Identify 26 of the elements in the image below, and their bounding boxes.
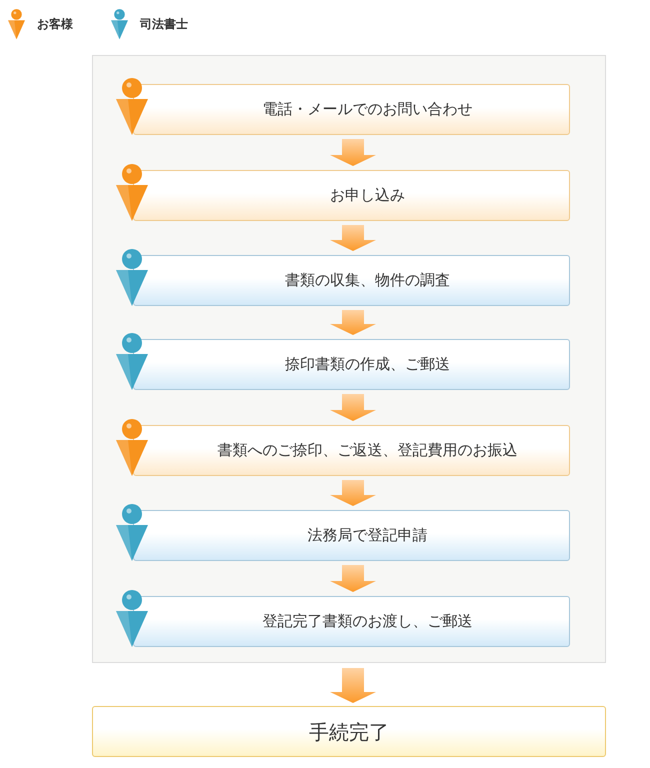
legend-label: 司法書士 bbox=[140, 16, 188, 33]
step-label: 書類へのご捺印、ご返送、登記費用のお振込 bbox=[216, 440, 518, 462]
result-label: 手続完了 bbox=[309, 718, 389, 746]
step-label: 書類の収集、物件の調査 bbox=[284, 270, 450, 292]
step-box bbox=[133, 170, 570, 221]
panel-background bbox=[92, 55, 606, 663]
legend-label: お客様 bbox=[37, 16, 73, 33]
result-box bbox=[92, 706, 606, 757]
step-box bbox=[133, 510, 570, 561]
step-box bbox=[133, 425, 570, 476]
arrow bbox=[330, 310, 376, 335]
step-label: 登記完了書類のお渡し、ご郵送 bbox=[262, 611, 472, 632]
step-box bbox=[133, 339, 570, 390]
step-label: 捺印書類の作成、ご郵送 bbox=[284, 354, 450, 376]
step-box bbox=[133, 255, 570, 306]
step-box bbox=[133, 84, 570, 135]
step-label: お申し込み bbox=[329, 185, 405, 206]
arrow bbox=[330, 565, 376, 592]
step-label: 法務局で登記申請 bbox=[306, 525, 428, 546]
step-label: 電話・メールでのお問い合わせ bbox=[262, 99, 472, 120]
arrow bbox=[330, 668, 376, 703]
arrow bbox=[330, 139, 376, 166]
arrow bbox=[330, 225, 376, 251]
arrow bbox=[330, 394, 376, 421]
step-box bbox=[133, 596, 570, 647]
arrow bbox=[330, 480, 376, 506]
